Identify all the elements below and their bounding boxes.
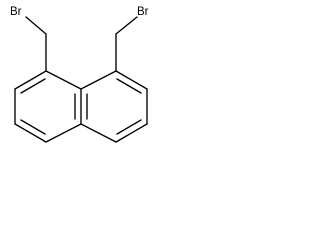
chemical-structure-canvas: Br Br: [0, 0, 165, 154]
left-ring-inner-double-top: [20, 78, 46, 94]
ring-bond-right-bottom: [115, 123, 148, 143]
ring-bond-left-top: [14, 70, 47, 90]
naphthalene-dibromide-structure: Br Br: [10, 6, 149, 143]
naphthalene-ring: [14, 70, 148, 143]
ring-bond-center-top-right: [80, 70, 117, 90]
left-c-br-bond: [25, 16, 47, 35]
atom-labels: Br Br: [10, 6, 149, 18]
ring-bond-left-bottom: [14, 123, 47, 143]
right-ring-inner-double-top: [116, 78, 142, 94]
right-ring-inner-double-bottom: [116, 119, 142, 135]
aromatic-double-bonds: [20, 78, 142, 135]
ring-bond-right-top: [115, 70, 148, 90]
left-ring-inner-double-bottom: [20, 119, 46, 135]
right-c-br-bond: [115, 16, 138, 35]
ring-bond-center-bottom-left: [45, 123, 82, 143]
ring-bond-center-bottom-right: [80, 123, 117, 143]
ring-bond-center-top-left: [45, 70, 82, 90]
left-bromine-label: Br: [10, 6, 22, 18]
right-bromine-label: Br: [137, 6, 149, 18]
bromomethyl-groups: [25, 16, 138, 72]
